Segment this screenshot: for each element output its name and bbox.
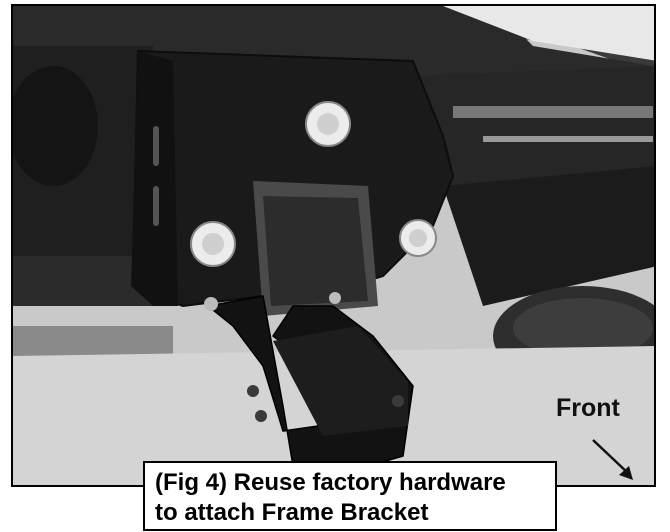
photo-frame: Front [11,4,656,487]
arrow-down-right-icon [592,439,633,480]
front-direction-label: Front [556,394,620,422]
hitch-frame-bracket-photo [13,6,654,485]
figure-caption: (Fig 4) Reuse factory hardware to attach… [143,461,557,531]
caption-line-1: (Fig 4) Reuse factory hardware [155,469,506,496]
caption-line-2: to attach Frame Bracket [155,499,429,526]
